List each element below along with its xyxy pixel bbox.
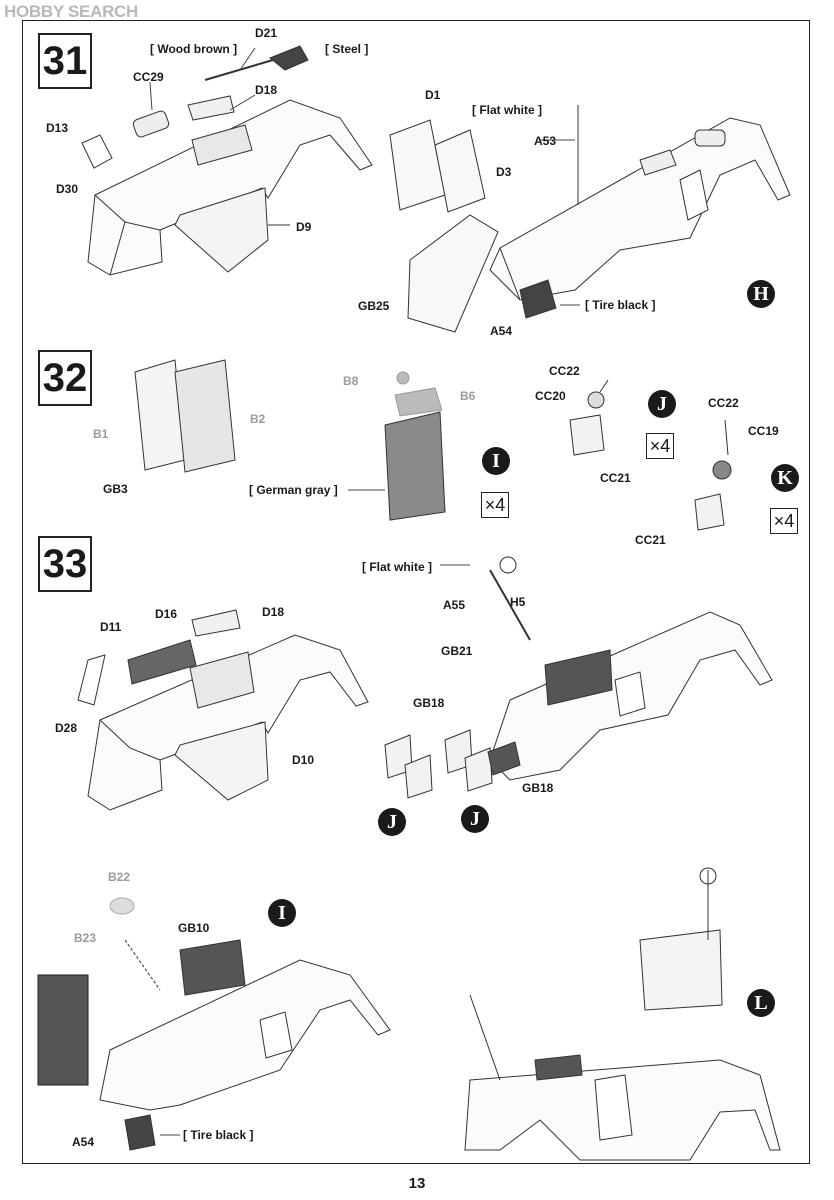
multiplier-x4-jerrycan: ×4 bbox=[481, 492, 509, 518]
step33-fender-left bbox=[77, 609, 369, 811]
page-frame bbox=[22, 20, 810, 1164]
part-H5: H5 bbox=[510, 595, 526, 609]
part-D21: D21 bbox=[255, 26, 278, 40]
part-CC19: CC19 bbox=[748, 424, 779, 438]
part-D13: D13 bbox=[46, 121, 69, 135]
step31-fender-right bbox=[389, 105, 791, 333]
part-D18: D18 bbox=[255, 83, 278, 97]
part-D28: D28 bbox=[55, 721, 78, 735]
part-GB21: GB21 bbox=[441, 644, 473, 658]
page-number: 13 bbox=[408, 1175, 426, 1192]
multiplier-x4-k: ×4 bbox=[770, 508, 798, 534]
part-A54: A54 bbox=[490, 324, 513, 338]
part-CC22-b: CC22 bbox=[708, 396, 739, 410]
badge-H: H bbox=[747, 280, 775, 308]
part-A55: A55 bbox=[443, 598, 466, 612]
step33-fender-right bbox=[384, 556, 773, 799]
multiplier-x4-j: ×4 bbox=[646, 433, 674, 459]
part-CC20: CC20 bbox=[535, 389, 566, 403]
bottom-fender-left bbox=[37, 897, 391, 1151]
label-tire-black-2: [ Tire black ] bbox=[183, 1128, 254, 1142]
part-GB25: GB25 bbox=[358, 299, 390, 313]
step32-jerrycan-assembly bbox=[134, 359, 446, 521]
part-B6: B6 bbox=[460, 389, 476, 403]
part-D3: D3 bbox=[496, 165, 512, 179]
part-D10: D10 bbox=[292, 753, 315, 767]
label-tire-black-1: [ Tire black ] bbox=[585, 298, 656, 312]
badge-J-step32: J bbox=[648, 390, 676, 418]
part-D1: D1 bbox=[425, 88, 441, 102]
part-GB18-b: GB18 bbox=[522, 781, 554, 795]
part-D18-b: D18 bbox=[262, 605, 285, 619]
part-D16: D16 bbox=[155, 607, 178, 621]
part-CC21-b: CC21 bbox=[635, 533, 666, 547]
part-D30: D30 bbox=[56, 182, 79, 196]
part-B8: B8 bbox=[343, 374, 359, 388]
part-B1: B1 bbox=[93, 427, 109, 441]
part-GB10: GB10 bbox=[178, 921, 210, 935]
part-D9: D9 bbox=[296, 220, 312, 234]
part-B23: B23 bbox=[74, 931, 97, 945]
badge-L: L bbox=[747, 989, 775, 1017]
badge-I-bottom: I bbox=[268, 899, 296, 927]
bottom-fender-right bbox=[464, 867, 781, 1161]
leader-lines bbox=[149, 47, 580, 1136]
part-A54-b: A54 bbox=[72, 1135, 95, 1149]
badge-J-step33-b: J bbox=[461, 805, 489, 833]
step-number-31: 31 bbox=[38, 33, 92, 89]
part-B22: B22 bbox=[108, 870, 131, 884]
part-GB3: GB3 bbox=[103, 482, 128, 496]
part-D11: D11 bbox=[100, 620, 122, 634]
step-number-32: 32 bbox=[38, 350, 92, 406]
part-B2: B2 bbox=[250, 412, 266, 426]
part-CC22: CC22 bbox=[549, 364, 580, 378]
badge-I-step32: I bbox=[482, 447, 510, 475]
badge-K: K bbox=[771, 464, 799, 492]
label-german-gray: [ German gray ] bbox=[249, 483, 338, 497]
label-steel: [ Steel ] bbox=[325, 42, 369, 56]
part-GB18: GB18 bbox=[413, 696, 445, 710]
part-CC29: CC29 bbox=[133, 70, 164, 84]
label-flat-white-1: [ Flat white ] bbox=[472, 103, 542, 117]
label-flat-white-2: [ Flat white ] bbox=[362, 560, 432, 574]
part-CC21: CC21 bbox=[600, 471, 631, 485]
step31-fender-left bbox=[81, 45, 373, 276]
watermark-logo: HOBBY SEARCH bbox=[4, 2, 138, 21]
step-number-33: 33 bbox=[38, 536, 92, 592]
part-A53: A53 bbox=[534, 134, 557, 148]
badge-J-step33-a: J bbox=[378, 808, 406, 836]
step32-cc-parts bbox=[569, 379, 732, 531]
label-wood-brown: [ Wood brown ] bbox=[150, 42, 238, 56]
